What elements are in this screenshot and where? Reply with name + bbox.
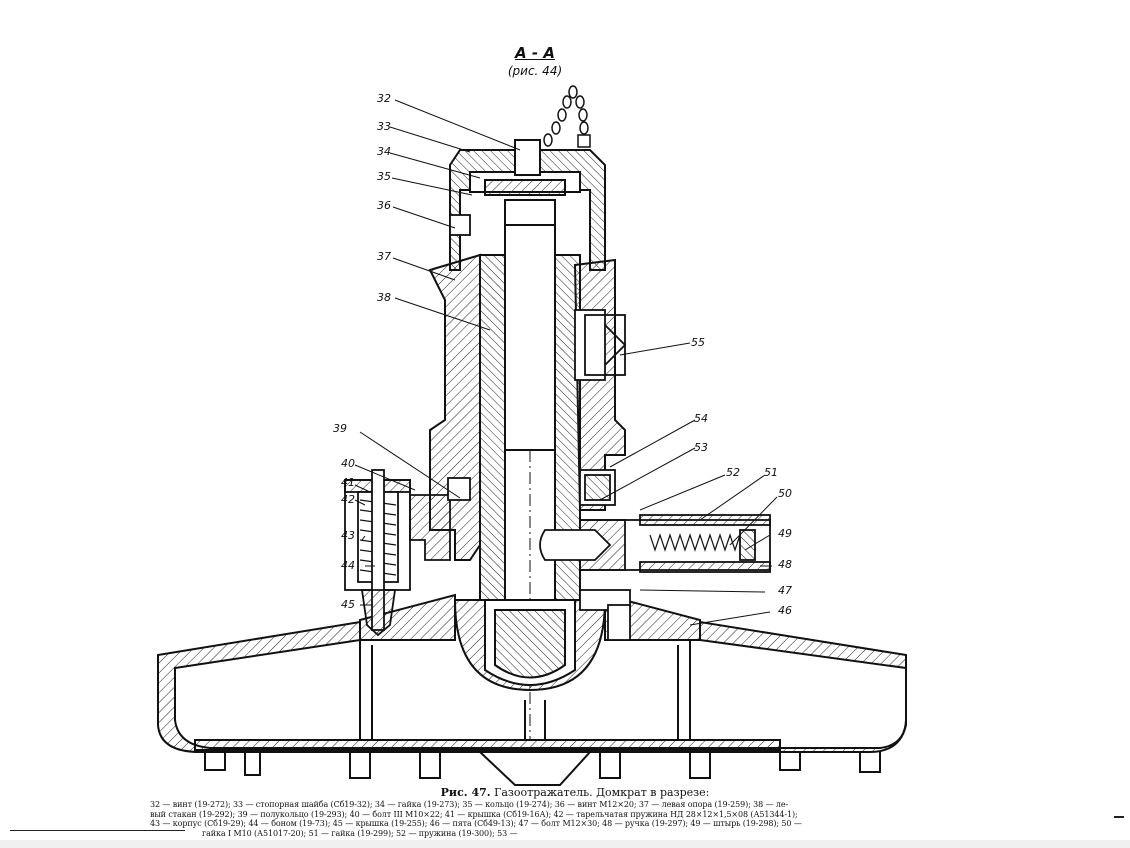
section-title: A - A <box>515 44 555 62</box>
callout-45: 45 <box>341 598 355 611</box>
callout-35: 35 <box>377 170 391 183</box>
callout-40: 40 <box>341 457 355 470</box>
callout-51: 51 <box>764 466 778 479</box>
callout-53: 53 <box>694 441 708 454</box>
callout-39: 39 <box>333 422 347 435</box>
callout-42: 42 <box>341 493 355 506</box>
figure-caption-title: Рис. 47. Газоотражатель. Домкрат в разре… <box>395 786 755 799</box>
margin-mark <box>1114 816 1124 818</box>
callout-55: 55 <box>691 336 705 349</box>
section-reference: (рис. 44) <box>507 64 563 78</box>
jack-body <box>359 139 701 740</box>
legend-line-2: вый стакан (19-292); 39 — полукольцо (19… <box>150 809 798 819</box>
callout-52: 52 <box>726 466 740 479</box>
legend-line-4: гайка I М10 (А51017-20); 51 — гайка (19-… <box>202 828 518 838</box>
callout-36: 36 <box>377 199 391 212</box>
figure-legend: 32 — винт (19-272); 33 — стопорная шайба… <box>150 800 920 838</box>
callout-46: 46 <box>778 604 792 617</box>
callout-54: 54 <box>694 412 708 425</box>
callout-41: 41 <box>341 476 355 489</box>
deflector-base <box>157 620 907 786</box>
legend-line-3: 43 — корпус (Сб19-29); 44 — боном (19-73… <box>150 819 802 828</box>
callout-47: 47 <box>778 584 792 597</box>
chain <box>543 85 591 148</box>
callout-34: 34 <box>377 145 391 158</box>
callout-49: 49 <box>778 527 792 540</box>
spring-unit-left <box>344 469 471 637</box>
handle-assembly-right <box>449 214 771 641</box>
callout-48: 48 <box>778 558 792 571</box>
callout-50: 50 <box>778 487 792 500</box>
callout-32: 32 <box>377 92 391 105</box>
leader-lines <box>354 99 778 626</box>
scan-bottom-edge <box>0 840 1130 848</box>
page-rule <box>10 830 185 831</box>
callout-44: 44 <box>341 559 355 572</box>
callout-33: 33 <box>377 120 391 133</box>
callout-43: 43 <box>341 529 355 542</box>
figure-number: Рис. 47. <box>440 786 491 799</box>
callout-38: 38 <box>377 291 391 304</box>
figure-title: Газоотражатель. Домкрат в разрезе: <box>494 786 710 799</box>
legend-line-1: 32 — винт (19-272); 33 — стопорная шайба… <box>150 800 789 809</box>
callout-37: 37 <box>377 250 391 263</box>
